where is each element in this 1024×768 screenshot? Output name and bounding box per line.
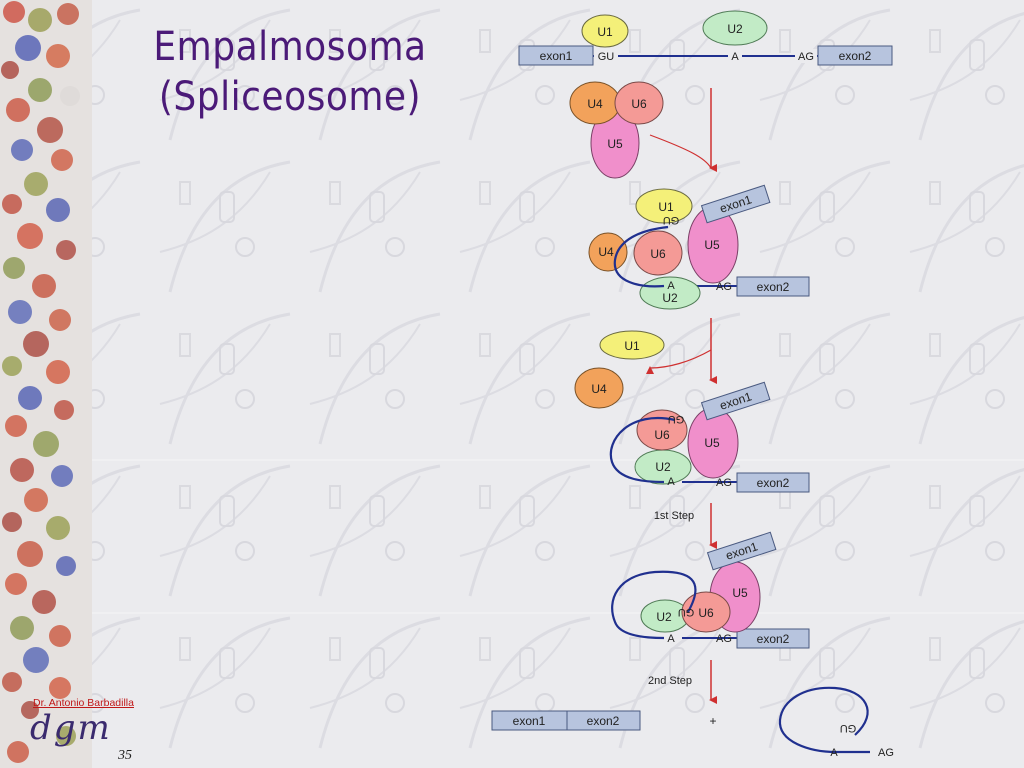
u4-label: U4 [591,382,607,396]
branch-a-label: A [731,51,739,63]
released-snrnps: U1 U4 [574,330,665,409]
intron-loop [609,417,676,484]
ag-site-label: AG [798,51,814,63]
u2-label: U2 [656,610,672,624]
exon1-box [706,531,777,571]
branch-a-label: A [667,280,675,292]
u6-label: U6 [650,247,666,261]
arrow-release [646,349,712,375]
spliced-exon2-box [566,710,641,731]
u1-snrnp [581,14,629,48]
u5-label: U5 [732,586,748,600]
exon1-label: exon1 [540,49,573,63]
tri-snrnp-u4-u6-u5: U5 U4 U6 [569,81,664,179]
title-line-1: Empalmosoma [153,24,427,70]
stage-assembled-spliceosome: exon2 U2 U5 exon1 U1 U4 U6 GU A AG [588,184,810,310]
u1-label: U1 [597,25,613,39]
u2-snrnp [702,10,768,46]
u6-snrnp [681,591,731,633]
u2-label: U2 [662,291,678,305]
gu-site-label: GU [663,214,680,226]
u6-label: U6 [631,97,647,111]
u2-snrnp [639,276,701,310]
dgm-logo: dgm [30,708,112,748]
u5-label: U5 [607,137,623,151]
exon2-box [817,45,893,66]
exon1-box [700,184,771,224]
u4-label: U4 [587,97,603,111]
stage-active-spliceosome: exon2 U5 exon1 U2 U6 GU A AG [609,381,810,493]
u4-snrnp [574,367,624,409]
exon1-box [518,45,594,66]
u6-label: U6 [698,606,714,620]
exon2-label: exon2 [757,280,790,294]
ag-site-label: AG [878,747,894,759]
u2-label: U2 [655,460,671,474]
u6-snrnp [633,230,683,276]
u5-label: U5 [704,436,720,450]
u6-label: U6 [654,428,670,442]
gu-site-label: GU [598,51,615,63]
gu-site-label: GU [678,606,695,618]
ag-bg [795,49,817,63]
branch-a-label: A [667,476,675,488]
exon2-box [736,276,810,297]
stage-products: exon1 exon2 + GU A AG [491,686,894,759]
ag-site-label: AG [716,281,732,293]
intron-loop [613,225,669,288]
u4-label: U4 [598,245,614,259]
second-step-label: 2nd Step [648,675,692,687]
u1-label: U1 [624,339,640,353]
exon2-label: exon2 [587,714,620,728]
page-number: 35 [118,748,132,763]
u5-label: U5 [704,238,720,252]
gu-site-label: GU [840,722,857,734]
title-line-2: (Spliceosome) [158,74,422,120]
u1-snrnp [635,188,693,224]
exon2-label: exon2 [839,49,872,63]
ag-site-label: AG [716,633,732,645]
dna-molecule-strip [0,0,92,768]
author-link[interactable]: Dr. Antonio Barbadilla [33,697,134,709]
exon1-box [700,381,771,421]
u1-label: U1 [658,200,674,214]
branch-a-label: A [667,633,675,645]
u6-snrnp [614,81,664,125]
exon1-label: exon1 [513,714,546,728]
ag-site-label: AG [716,477,732,489]
gu-site-label: GU [668,413,685,425]
exon2-box [736,628,810,649]
first-step-label: 1st Step [654,510,694,522]
branch-a-label: A [830,747,838,759]
exon2-label: exon2 [757,476,790,490]
arrow-join-tri-snrnp [649,134,712,169]
slide-title: Empalmosoma (Spliceosome) [120,22,460,122]
u1-snrnp [599,330,665,360]
gu-bg [594,49,618,63]
a-bg [728,49,742,63]
stage-lariat-intermediate: exon2 U5 exon1 U2 U6 GU A AG [611,531,810,649]
plus-sign: + [709,714,716,728]
lariat-loop [611,570,697,640]
u2-label: U2 [727,22,743,36]
u4-snrnp [588,232,628,272]
exon2-label: exon2 [757,632,790,646]
exon2-box [736,472,810,493]
stage-pre-mrna: exon1 exon2 GU A AG U1 U2 [518,10,893,66]
excised-lariat [778,686,870,754]
